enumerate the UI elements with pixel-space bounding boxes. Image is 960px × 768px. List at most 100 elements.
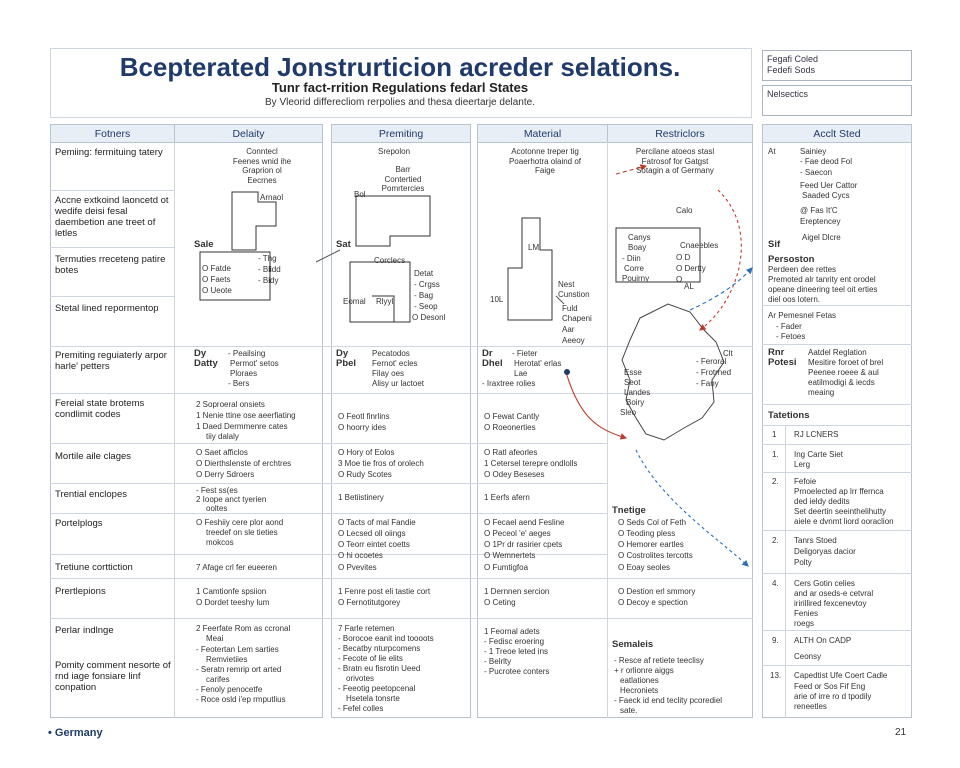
density-item: - Bidy <box>258 276 279 285</box>
permitting-item: O Hory of Eolos <box>338 448 395 457</box>
applied-item: Peenee roeee & aul <box>808 368 879 377</box>
row-label: Prertlepions <box>55 586 106 597</box>
restrictions-item: O Seds Col of Feth <box>618 518 687 527</box>
restrictions-item: + r orlionre aiggs <box>614 666 674 675</box>
page-number: 21 <box>895 727 907 738</box>
applied-item: Premoted alr tanrity ent orodel <box>768 275 876 284</box>
permitting-item: - Borocoe eanit ind toooots <box>338 634 434 643</box>
permitting-label: Sat <box>336 239 351 250</box>
applied-table-cell: Prnoelected ap lrr ffernca <box>794 487 884 496</box>
material-item: O Fewat Cantly <box>484 412 540 421</box>
restrictions-item: O Dertty <box>676 264 706 273</box>
density-item: O Saet afficlos <box>196 448 248 457</box>
density-item: - Blidd <box>258 265 281 274</box>
density-item: 1 Daed Dermmenre cates <box>196 422 288 431</box>
density-item: Ploraes <box>230 369 258 378</box>
row-label: Mortile aile clages <box>55 451 132 462</box>
applied-table-cell: ALTH On CADP <box>794 636 852 645</box>
material-item: - Pucrotee conters <box>484 667 550 676</box>
floorplan-outline-restrictions <box>615 227 701 283</box>
permitting-item: O Pvevites <box>338 563 377 572</box>
restrictions-item: Landes <box>624 388 651 397</box>
arrow-red-lower <box>565 371 628 440</box>
density-item: - Feotertan Lem sarties <box>196 645 279 654</box>
permitting-item: 3 Moe tie fros of orolech <box>338 459 424 468</box>
applied-item: Perdeen dee rettes <box>768 265 837 274</box>
panel-applied: Acclt Sted <box>762 124 912 718</box>
restrictions-item: Hecroniets <box>620 686 659 695</box>
material-map-label: Fuld Chapeni <box>562 304 592 323</box>
restrictions-item: - Frotrned <box>696 368 732 377</box>
permitting-label: Dy Pbel <box>336 348 357 369</box>
permitting-item: O Lecsed oll oiings <box>338 529 406 538</box>
density-item: - Fest ss(es <box>196 486 238 495</box>
applied-table-cell: ded ieldy dedits <box>794 497 850 506</box>
page-title: Bcepterated Jonstrurticion acreder selat… <box>119 52 681 82</box>
permitting-item: - Seop <box>414 302 438 311</box>
applied-item: Sainiey <box>800 147 827 156</box>
permitting-item: - Bag <box>414 291 434 300</box>
density-item: - Fenoly penocetfe <box>196 685 263 694</box>
material-item: O 1Pr dr rasirier cpets <box>484 540 563 549</box>
restrictions-item: - Faeck id end teclity pcorediel <box>614 696 723 705</box>
applied-table-cell: Fenies <box>794 609 819 618</box>
applied-item: Mesitire foroet of brel <box>808 358 884 367</box>
restrictions-item: Canys Boay <box>628 233 651 252</box>
density-item: O Dierthslenste of erchtres <box>196 459 292 468</box>
row-divider <box>50 513 607 514</box>
floorplan-outline-density-lower <box>199 251 271 301</box>
permitting-note: Srepolon <box>378 147 411 156</box>
column-divider <box>607 142 608 718</box>
permitting-label: Corclecs <box>374 256 406 265</box>
row-label: Pomity comment nesorte of rnd iage fonsi… <box>55 660 171 693</box>
permitting-item: Hsetela tonsrte <box>346 694 400 703</box>
map-outline-germany <box>621 303 725 441</box>
row-divider <box>50 393 753 394</box>
applied-table-cell: aiele e dvnmt liord ooraclion <box>794 517 894 526</box>
permitting-item: Rlyyl <box>376 297 394 306</box>
row-divider <box>50 247 174 248</box>
permitting-item: O Rudy Scotes <box>338 470 392 479</box>
floorplan-outline-density <box>231 191 277 251</box>
density-item: carifes <box>206 675 230 684</box>
column-header-restrictions: Restriclors <box>608 125 752 143</box>
footer-country: • Germany <box>48 727 103 739</box>
row-divider <box>50 346 753 347</box>
permitting-item: 1 Betiistinery <box>338 493 384 502</box>
permitting-item: O hoorry ides <box>338 423 387 432</box>
permitting-item: - Feeotig peetopcenal <box>338 684 416 693</box>
row-divider <box>762 472 912 473</box>
applied-table-cell: Deligoryas dacior <box>794 547 856 556</box>
applied-table-cell: Set deertin seeinthelihutty <box>794 507 887 516</box>
material-item: - 1 Treoe leted ins <box>484 647 549 656</box>
material-item: O Ceting <box>484 598 516 607</box>
column-divider <box>174 142 175 718</box>
permitting-item: Filay oes <box>372 369 405 378</box>
permitting-item: Eomal <box>343 297 366 306</box>
arrow-red-top <box>615 164 648 175</box>
arrow-blue-lower <box>635 449 749 567</box>
row-label: Pemiing: fermituing tatery <box>55 147 163 158</box>
density-item: ooltes <box>206 504 228 513</box>
material-item: 1 Dernnen sercion <box>484 587 550 596</box>
permitting-item: O hi ocoetes <box>338 551 383 560</box>
header-box <box>50 48 752 118</box>
material-item: 1 Cetersel terepre ondlolls <box>484 459 578 468</box>
floorplan-outline-permitting <box>355 195 431 247</box>
restrictions-note: Percilane atoeos stasl Fatrosof for Gatg… <box>635 147 715 175</box>
restrictions-item: - Resce af retiete teeclisy <box>614 656 704 665</box>
permitting-item: - Becatby nturpcomens <box>338 644 421 653</box>
applied-item: Ereptencey <box>800 217 841 226</box>
applied-table-cell: roegs <box>794 619 815 628</box>
density-item: 1 Camtionfe spsiion <box>196 587 267 596</box>
restrictions-label: Tnetige <box>612 505 646 516</box>
material-item: Herotat' erlas <box>514 359 562 368</box>
applied-table-num: 1. <box>772 450 779 459</box>
row-label: Stetal lined repormentop <box>55 303 159 314</box>
applied-table-num: 9. <box>772 636 779 645</box>
row-divider <box>50 578 753 579</box>
restrictions-item: Esse <box>624 368 642 377</box>
applied-table-cell: Tanrs Stoed <box>794 536 837 545</box>
density-label: Dy Datty <box>194 348 218 369</box>
applied-table-cell: arie of irre ro d tpodily <box>794 692 872 701</box>
